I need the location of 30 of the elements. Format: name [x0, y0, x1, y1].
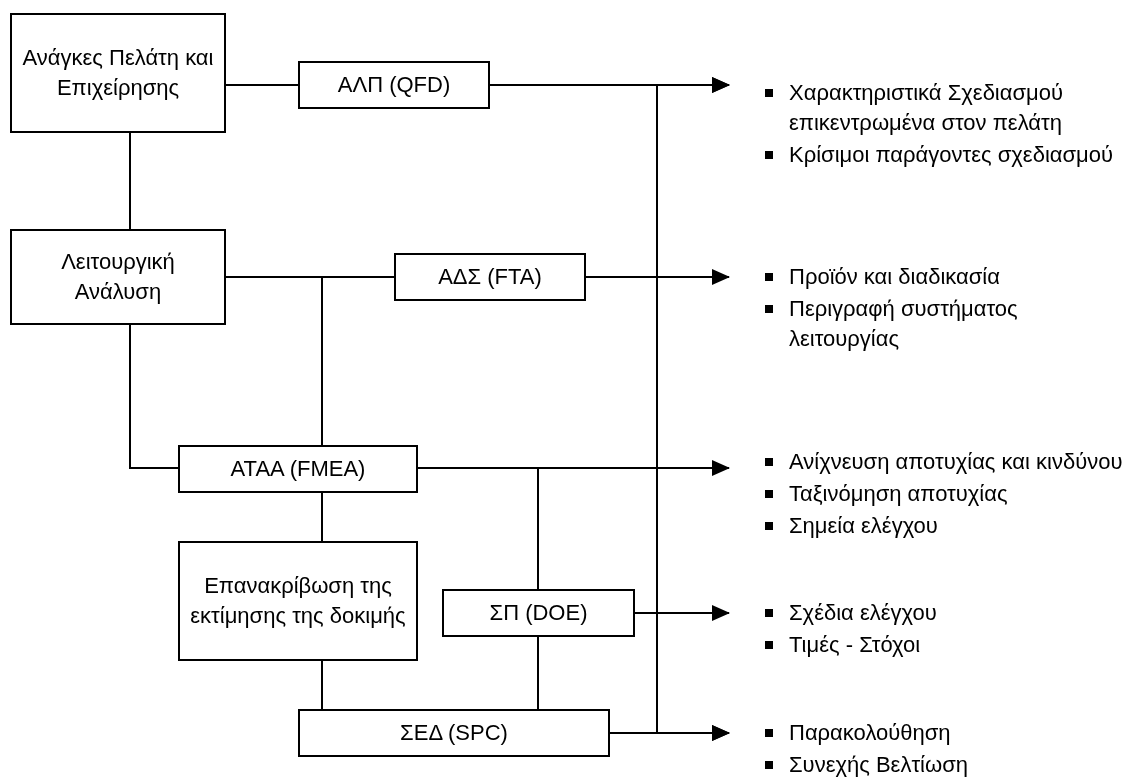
connector-line: [321, 492, 323, 542]
bullet-point: Χαρακτηριστικά Σχεδιασμού επικεντρωμένα στον πελάτη: [765, 78, 1128, 138]
bullet-point: Ταξινόμηση αποτυχίας: [765, 479, 1008, 509]
connector-line: [225, 84, 299, 86]
bullet-point: Σημεία ελέγχου: [765, 511, 938, 541]
connector-line: [129, 132, 131, 230]
arrow: [609, 725, 730, 741]
bullet-point: Κρίσιμοι παράγοντες σχεδιασμού: [765, 140, 1114, 170]
bullet-point: Τιμές - Στόχοι: [765, 630, 921, 660]
arrow: [634, 605, 730, 621]
process-box: ΑΔΣ (FTA): [394, 253, 586, 301]
bullet-point: Προϊόν και διαδικασία: [765, 262, 1000, 292]
process-box: ΑΤΑΑ (FMEA): [178, 445, 418, 493]
bullet-point: Ανίχνευση αποτυχίας και κινδύνου: [765, 447, 1123, 477]
connector-line: [129, 324, 179, 469]
connector-line: [225, 276, 323, 446]
process-box: Λειτουργική Ανάλυση: [10, 229, 226, 325]
connector-line: [321, 660, 323, 710]
arrow: [585, 269, 730, 285]
process-box: ΣΠ (DOE): [442, 589, 635, 637]
bullet-point: Σχέδια ελέγχου: [765, 598, 937, 628]
connector-line: [537, 636, 539, 710]
process-box: Επανακρίβωση της εκτίμησης της δοκιμής: [178, 541, 418, 661]
bullet-point: Παρακολούθηση: [765, 718, 951, 748]
process-box: Ανάγκες Πελάτη και Επιχείρησης: [10, 13, 226, 133]
bullet-point: Συνεχής Βελτίωση: [765, 750, 968, 780]
process-box: ΣΕΔ (SPC): [298, 709, 610, 757]
connector-line: [417, 467, 539, 590]
bullet-point: Περιγραφή συστήματος λειτουργίας: [765, 294, 1128, 354]
process-box: ΑΛΠ (QFD): [298, 61, 490, 109]
